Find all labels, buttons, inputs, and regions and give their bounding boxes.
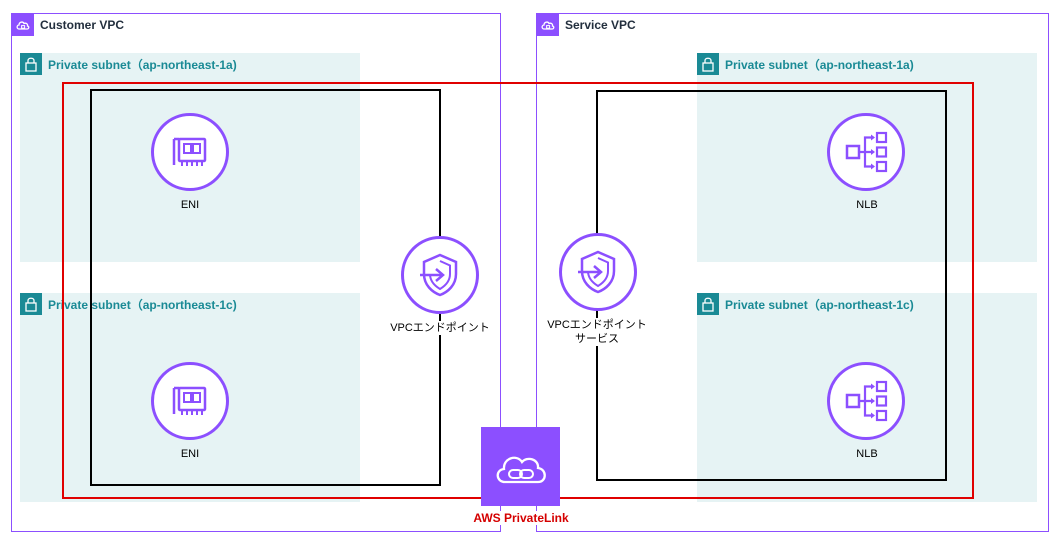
lock-icon [20, 293, 42, 315]
cloud-link-icon [496, 456, 546, 483]
lock-icon [697, 293, 719, 315]
network-interface-icon [151, 113, 229, 191]
vpc-endpoint-label: VPCエンドポイント [383, 321, 497, 335]
nlb-label: NLB [856, 448, 878, 460]
customer-vpc: Customer VPC [11, 13, 501, 532]
privatelink-label: AWS PrivateLink [466, 511, 576, 525]
nlb-label: NLB [856, 199, 878, 211]
vpc-endpoint-service-label: VPCエンドポイント サービス [538, 318, 656, 346]
network-load-balancer-icon [827, 362, 905, 440]
shield-arrow-icon [401, 236, 479, 314]
lock-icon [20, 53, 42, 75]
subnet-header: Private subnet（ap-northeast-1a) [697, 53, 914, 75]
privatelink-box [481, 427, 560, 506]
subnet-title: Private subnet（ap-northeast-1a) [48, 57, 237, 72]
subnet-title: Private subnet（ap-northeast-1c) [48, 297, 237, 312]
subnet-title: Private subnet（ap-northeast-1c) [725, 297, 914, 312]
eni-label: ENI [180, 199, 200, 211]
subnet-header: Private subnet（ap-northeast-1a) [20, 53, 237, 75]
customer-vpc-title: Customer VPC [40, 18, 125, 32]
shield-arrow-icon [559, 233, 637, 311]
subnet-title: Private subnet（ap-northeast-1a) [725, 57, 914, 72]
service-subnet-1c: Private subnet（ap-northeast-1c) [697, 293, 1037, 502]
endpoint-group-frame [90, 89, 441, 486]
subnet-header: Private subnet（ap-northeast-1c) [20, 293, 237, 315]
service-vpc: Service VPC [536, 13, 1049, 532]
subnet-header: Private subnet（ap-northeast-1c) [697, 293, 914, 315]
eni-label: ENI [180, 448, 200, 460]
vpc-endpoint-service-label-line1: VPCエンドポイント [547, 319, 647, 331]
vpc-cloud-icon [537, 14, 559, 36]
service-vpc-header: Service VPC [537, 14, 636, 36]
customer-vpc-header: Customer VPC [12, 14, 124, 36]
network-load-balancer-icon [827, 113, 905, 191]
lock-icon [697, 53, 719, 75]
vpc-endpoint-service-label-line2: サービス [575, 333, 619, 345]
network-interface-icon [151, 362, 229, 440]
service-vpc-title: Service VPC [565, 18, 636, 32]
vpc-cloud-icon [12, 14, 34, 36]
